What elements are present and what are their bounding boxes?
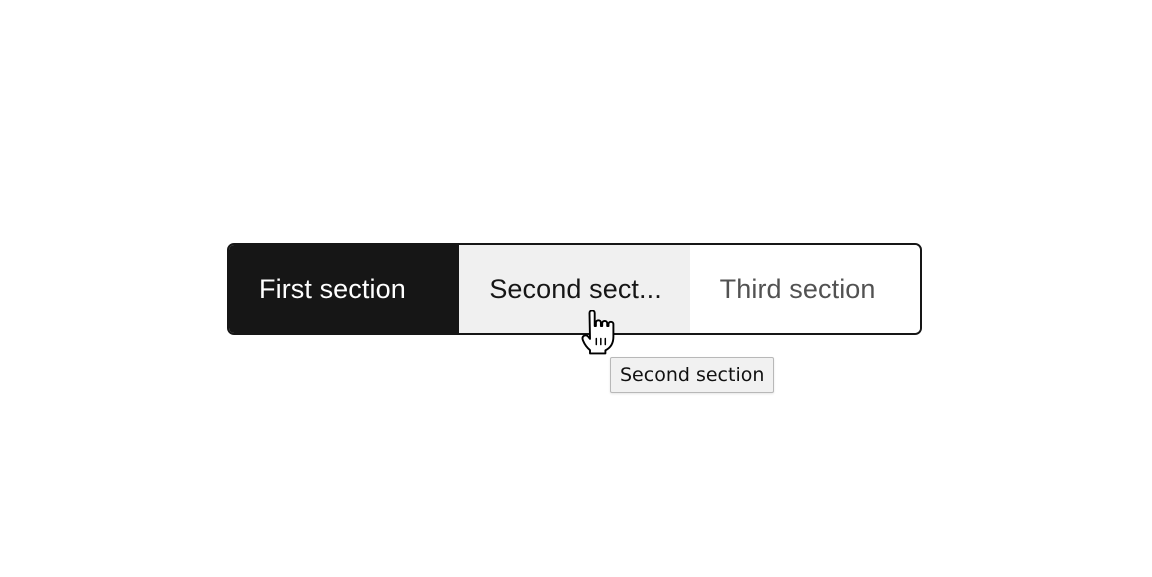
content-switcher-item-label: Second sect...	[489, 275, 662, 303]
content-switcher-item-label: Third section	[719, 275, 876, 303]
content-switcher: First section Second sect... Third secti…	[227, 243, 922, 335]
tooltip: Second section	[610, 357, 775, 393]
content-switcher-item-third-section[interactable]: Third section	[689, 245, 920, 333]
content-switcher-item-label: First section	[259, 275, 406, 303]
content-switcher-item-first-section[interactable]: First section	[229, 245, 460, 333]
tooltip-label: Second section	[620, 363, 765, 386]
content-switcher-item-second-section[interactable]: Second sect...	[459, 245, 690, 333]
